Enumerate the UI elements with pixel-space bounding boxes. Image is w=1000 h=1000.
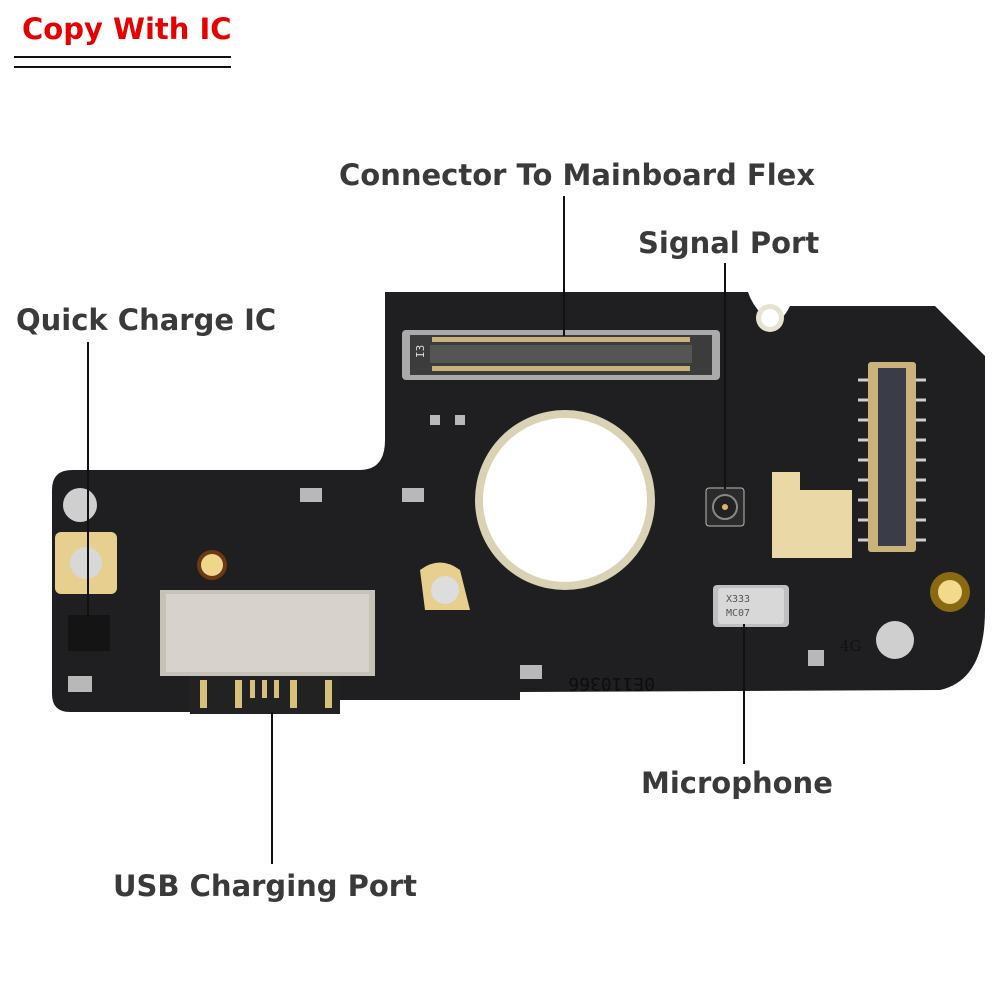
- usb-c-port: [160, 590, 375, 714]
- side-connector: [858, 362, 926, 552]
- label-signal-port: Signal Port: [638, 226, 820, 260]
- leader-quick-charge-ic: [87, 342, 89, 620]
- leader-connector-mainboard: [563, 196, 565, 336]
- label-microphone: Microphone: [641, 766, 833, 800]
- title-underline-top: [14, 56, 231, 58]
- svg-text:MC07: MC07: [726, 608, 750, 619]
- svg-text:0E110366: 0E110366: [568, 673, 655, 694]
- leader-signal-port: [724, 263, 726, 489]
- svg-text:I3: I3: [414, 345, 427, 358]
- signal-port-component: [705, 487, 745, 527]
- label-connector-mainboard: Connector To Mainboard Flex: [339, 158, 816, 192]
- svg-text:X333: X333: [726, 594, 750, 605]
- leader-usb-charging-port: [271, 712, 273, 864]
- gold-shield-pad: [772, 472, 852, 558]
- quick-charge-ic-chip: [68, 615, 110, 651]
- page-title: Copy With IC: [22, 12, 232, 46]
- label-quick-charge-ic: Quick Charge IC: [16, 303, 277, 337]
- label-usb-charging-port: USB Charging Port: [113, 869, 417, 903]
- mainboard-connector: I3: [402, 330, 720, 380]
- leader-microphone: [743, 624, 745, 764]
- title-underline-bottom: [14, 66, 231, 68]
- svg-text:4G: 4G: [840, 637, 862, 655]
- microphone-component: X333 MC07: [713, 585, 789, 627]
